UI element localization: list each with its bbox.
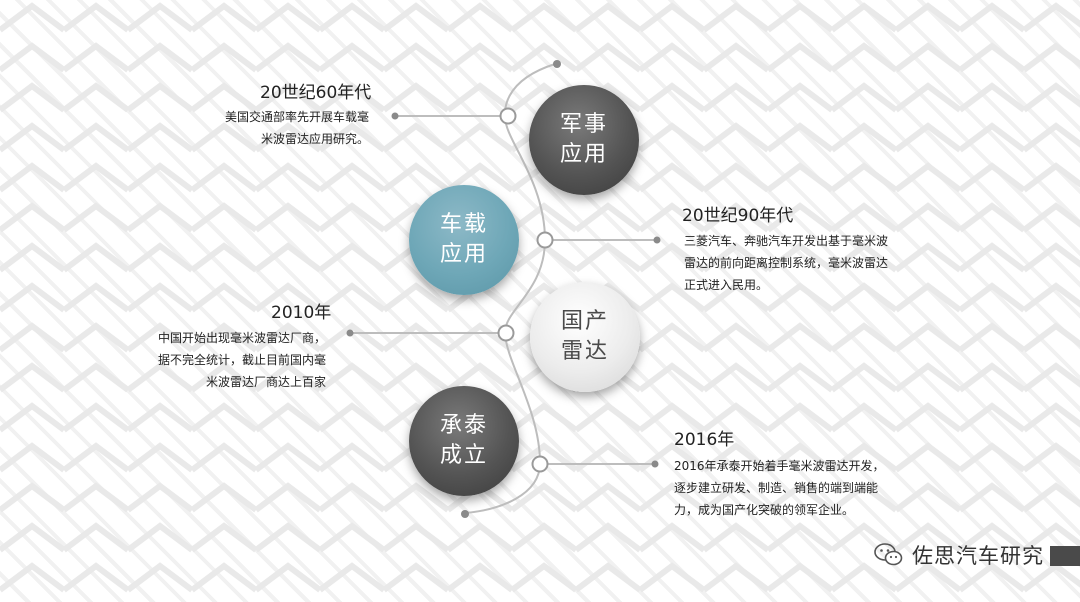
connector-ring-1	[499, 107, 517, 125]
node-label: 车载 应用	[439, 212, 488, 267]
connector-dot-4	[651, 460, 659, 468]
wechat-icon	[874, 543, 903, 566]
node-label: 承泰 成立	[439, 413, 488, 468]
watermark-bar	[1050, 546, 1080, 566]
connector-ring-2	[536, 231, 554, 249]
node-military-application: 军事 应用	[529, 85, 639, 195]
connector-dot-3	[346, 329, 354, 337]
node-domestic-radar: 国产 雷达	[530, 282, 640, 392]
event-title-2010: 2010年	[271, 303, 332, 323]
watermark-text: 佐思汽车研究	[912, 544, 1044, 568]
connector-dot-2	[653, 236, 661, 244]
node-label: 国产 雷达	[560, 309, 609, 364]
spine-bottom-dot	[461, 510, 469, 518]
event-title-1990s: 20世纪90年代	[682, 206, 794, 226]
event-desc-1960s: 美国交通部率先开展车载毫 米波雷达应用研究。	[224, 110, 369, 146]
connector-ring-4	[531, 455, 549, 473]
connector-dot-1	[391, 112, 399, 120]
node-vehicle-application: 车载 应用	[409, 185, 519, 295]
spine-top-dot	[553, 60, 561, 68]
event-title-1960s: 20世纪60年代	[260, 83, 372, 103]
node-label: 军事 应用	[559, 112, 608, 167]
event-desc-2010: 中国开始出现毫米波雷达厂商， 据不完全统计，截止目前国内毫 米波雷达厂商达上百家	[157, 331, 326, 389]
node-chengtai-founded: 承泰 成立	[409, 386, 519, 496]
event-desc-1990s: 三菱汽车、奔驰汽车开发出基于毫米波 雷达的前向距离控制系统，毫米波雷达 正式进入…	[684, 234, 889, 292]
watermark: 佐思汽车研究	[874, 540, 1044, 570]
connector-ring-3	[497, 324, 515, 342]
event-desc-2016: 2016年承泰开始着手毫米波雷达开发， 逐步建立研发、制造、销售的端到端能 力，…	[674, 459, 885, 517]
event-title-2016: 2016年	[674, 430, 735, 450]
